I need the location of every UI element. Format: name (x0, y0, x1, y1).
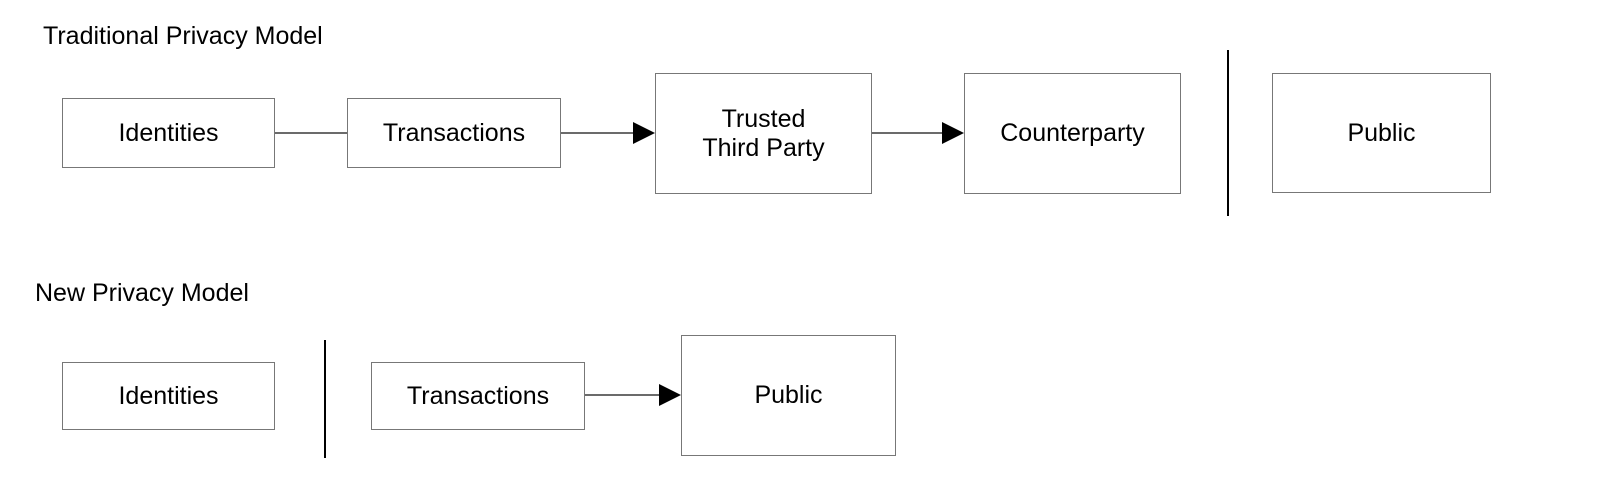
node-counterparty[interactable]: Counterparty (964, 73, 1181, 194)
node-public-bottom-label: Public (754, 381, 823, 410)
arrowhead-right-icon (659, 384, 681, 406)
node-transactions-bottom[interactable]: Transactions (371, 362, 585, 430)
node-identities-top-label: Identities (118, 118, 219, 147)
connector-transactions-to-ttp (561, 132, 633, 134)
privacy-boundary-divider-bottom (324, 340, 326, 458)
node-identities-bottom-label: Identities (118, 381, 219, 410)
arrowhead-right-icon (633, 122, 655, 144)
node-transactions-top-label: Transactions (382, 118, 526, 147)
arrowhead-right-icon (942, 122, 964, 144)
node-trusted-third-party-label: Trusted Third Party (702, 104, 825, 162)
node-identities-bottom[interactable]: Identities (62, 362, 275, 430)
node-counterparty-label: Counterparty (1000, 119, 1145, 148)
node-public-top-label: Public (1347, 118, 1416, 147)
connector-ttp-to-counterparty (872, 132, 942, 134)
privacy-boundary-divider-top (1227, 50, 1229, 216)
node-public-bottom[interactable]: Public (681, 335, 896, 456)
node-identities-top[interactable]: Identities (62, 98, 275, 168)
traditional-privacy-model-title: Traditional Privacy Model (43, 22, 323, 50)
connector-identities-to-transactions-top (275, 132, 347, 134)
node-public-top[interactable]: Public (1272, 73, 1491, 193)
connector-transactions-to-public (585, 394, 659, 396)
node-transactions-top[interactable]: Transactions (347, 98, 561, 168)
new-privacy-model-title: New Privacy Model (35, 279, 249, 307)
node-trusted-third-party[interactable]: Trusted Third Party (655, 73, 872, 194)
node-transactions-bottom-label: Transactions (406, 381, 550, 410)
